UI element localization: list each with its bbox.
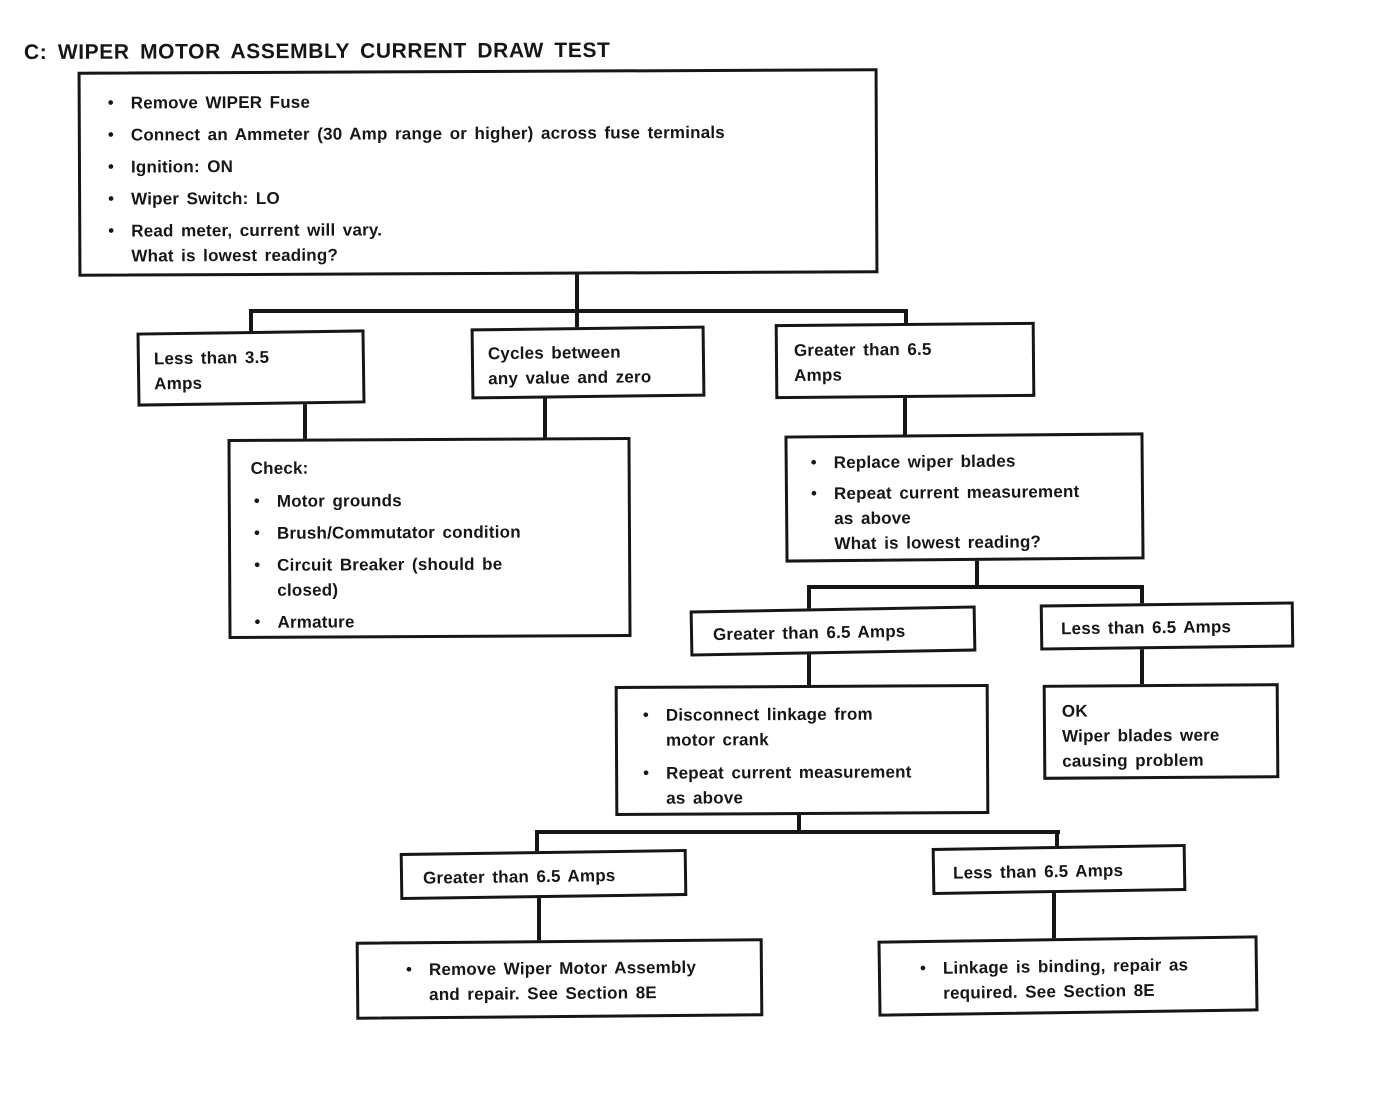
result-greater-6-5-amps-2-box: Greater than 6.5 Amps [689,605,977,657]
connector-branch3-horizontal [535,830,1060,834]
check-item-4: Armature [277,612,355,632]
result-less-6-5-amps-2-label: Less than 6.5 Amps [952,860,1124,883]
linkage-binding-box: ● Linkage is binding, repair as required… [877,935,1259,1017]
check-item-3: Circuit Breaker (should be closed) [277,554,503,600]
bullet-icon: ● [107,224,115,237]
disconnect-step-1: Disconnect linkage from motor crank [665,704,873,750]
connector-greater65c-to-remove [537,893,541,943]
result-cycles-box: Cycles between any value and zero [470,325,706,400]
connector-cycles-to-check [543,393,547,440]
connector-less35-to-check [303,400,307,441]
ok-heading: OK [1061,701,1088,721]
connector-drop-less35 [249,309,253,333]
result-less-3-5-amps-label: Less than 3.5 Amps [153,347,270,394]
setup-question: What is lowest reading? [131,245,339,266]
page-title: C: WIPER MOTOR ASSEMBLY CURRENT DRAW TES… [23,38,611,65]
setup-step-3: Ignition: ON [130,157,234,177]
connector-disconnect-stem [797,811,801,834]
connector-branch2-horizontal [807,585,1144,589]
bullet-icon: ● [642,766,650,779]
result-less-3-5-amps-box: Less than 3.5 Amps [136,329,366,407]
connector-setup-stem [575,273,579,331]
connector-replace-stem [975,557,979,588]
bullet-icon: ● [107,128,115,141]
result-greater-6-5-amps-label: Greater than 6.5 Amps [793,339,932,385]
remove-motor-box: ● Remove Wiper Motor Assembly and repair… [355,938,764,1020]
connector-less65b-to-linkage [1052,888,1056,941]
replace-question: What is lowest reading? [834,532,1042,554]
connector-drop-less65a [1140,585,1144,606]
check-box: Check: ● Motor grounds ● Brush/Commutato… [227,436,632,640]
linkage-binding-text: Linkage is binding, repair as required. … [942,955,1189,1003]
result-less-6-5-amps-2-box: Less than 6.5 Amps [931,844,1187,895]
result-less-6-5-amps-box: Less than 6.5 Amps [1039,601,1295,651]
replace-blades-box: ● Replace wiper blades ● Repeat current … [784,432,1145,563]
result-greater-6-5-amps-2-label: Greater than 6.5 Amps [712,621,906,645]
ok-box: OK Wiper blades were causing problem [1042,683,1280,780]
setup-step-1: Remove WIPER Fuse [130,92,311,113]
connector-drop-greater65 [904,309,908,325]
bullet-icon: ● [253,558,261,571]
replace-step-1: Replace wiper blades [833,451,1016,473]
connector-drop-greater65c [535,830,539,854]
bullet-icon: ● [253,494,261,507]
replace-step-2: Repeat current measurement as above [833,481,1080,529]
result-greater-6-5-amps-3-box: Greater than 6.5 Amps [399,848,688,901]
bullet-icon: ● [254,615,261,628]
bullet-icon: ● [107,96,115,109]
result-greater-6-5-amps-box: Greater than 6.5 Amps [774,321,1036,400]
bullet-icon: ● [810,456,818,469]
connector-greater65b-to-disconnect [807,649,811,688]
bullet-icon: ● [405,963,413,976]
ok-text: Wiper blades were causing problem [1061,725,1220,771]
check-item-2: Brush/Commutator condition [276,522,521,543]
connector-drop-less65b [1055,830,1059,849]
connector-branch1-horizontal [249,309,908,313]
disconnect-step-2: Repeat current measurement as above [666,762,912,808]
check-item-1: Motor grounds [276,491,402,511]
result-greater-6-5-amps-3-label: Greater than 6.5 Amps [422,865,616,888]
bullet-icon: ● [107,160,115,173]
disconnect-linkage-box: ● Disconnect linkage from motor crank ● … [614,684,990,816]
bullet-icon: ● [253,526,261,539]
bullet-icon: ● [642,708,650,721]
result-less-6-5-amps-label: Less than 6.5 Amps [1060,617,1232,639]
connector-less65a-to-ok [1140,644,1144,687]
bullet-icon: ● [107,192,115,205]
remove-motor-text: Remove Wiper Motor Assembly and repair. … [428,957,697,1005]
check-heading: Check: [250,458,309,478]
result-cycles-label: Cycles between any value and zero [487,342,652,389]
connector-drop-greater65b [807,585,811,611]
bullet-icon: ● [810,487,818,500]
bullet-icon: ● [919,961,927,975]
setup-step-4: Wiper Switch: LO [131,188,280,209]
setup-step-5: Read meter, current will vary. [131,220,383,241]
connector-greater65-to-replace [903,393,907,437]
test-setup-box: ● Remove WIPER Fuse ● Connect an Ammeter… [77,68,879,277]
setup-step-2: Connect an Ammeter (30 Amp range or high… [130,122,725,145]
